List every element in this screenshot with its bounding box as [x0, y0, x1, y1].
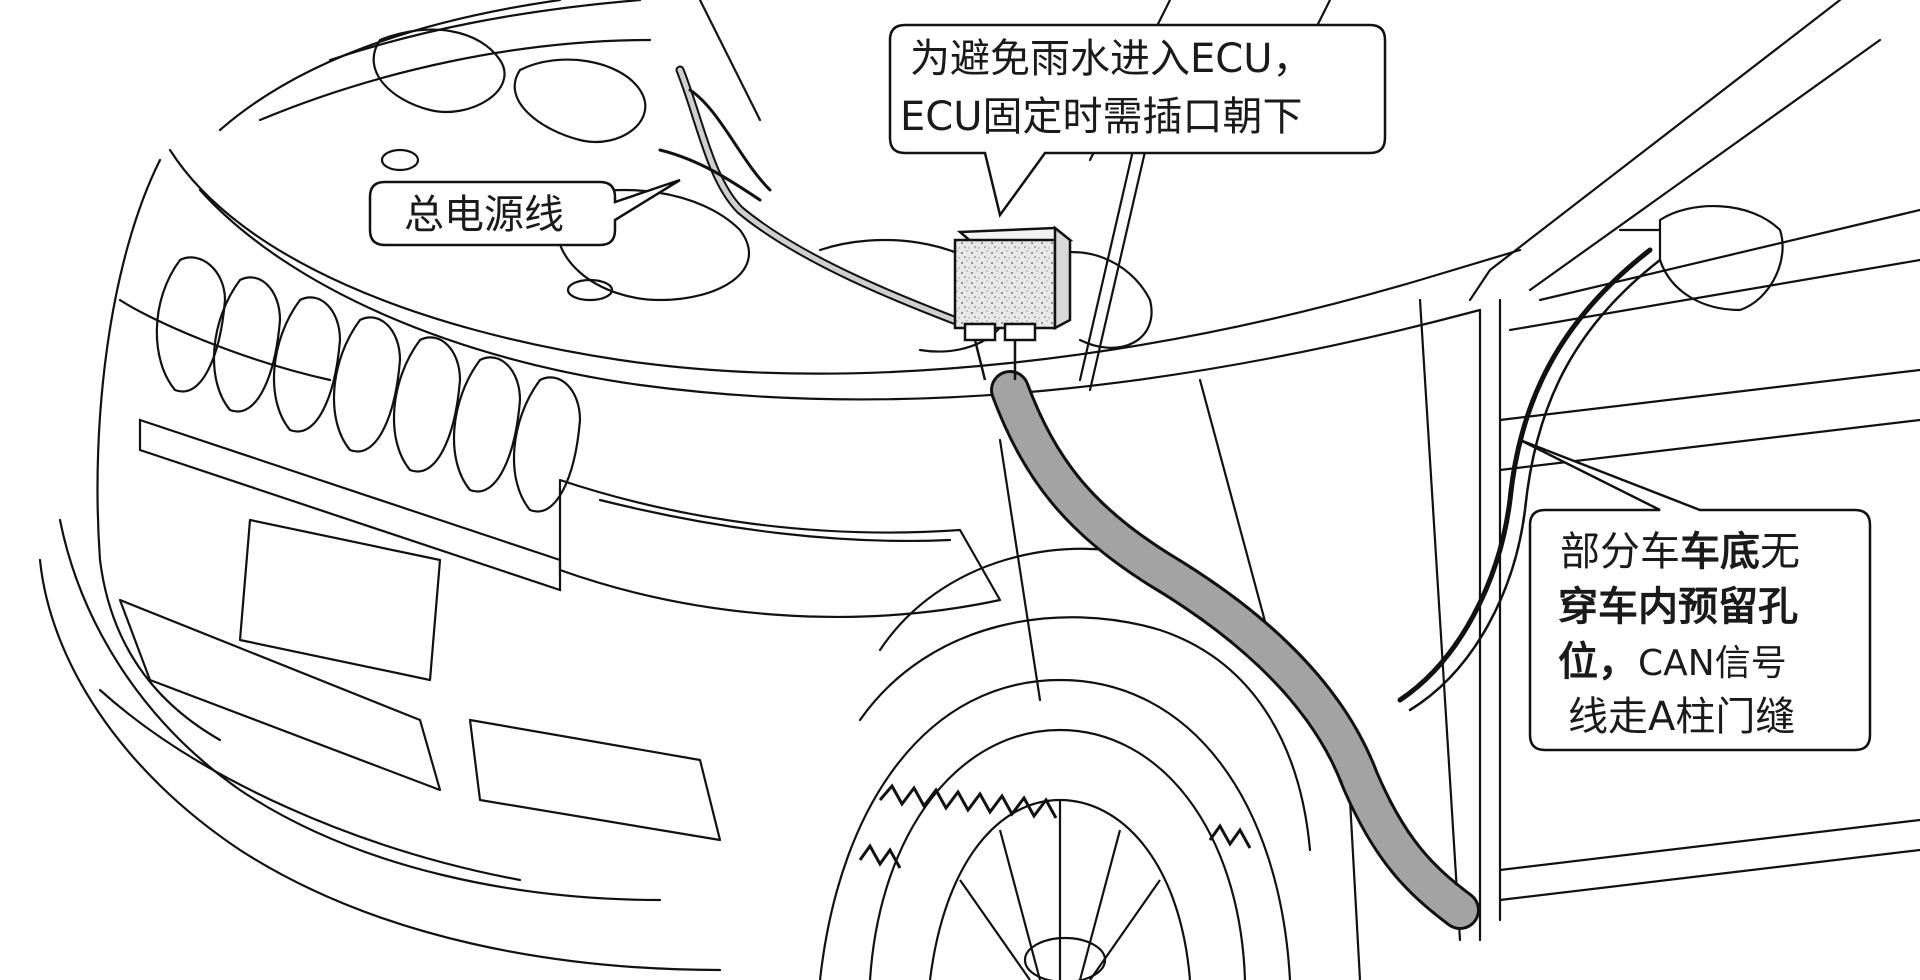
- can-wire-callout: 部分车车底无 穿车内预留孔 位，CAN信号 线走A柱门缝: [1519, 438, 1872, 752]
- can-line1-tail: 无: [1760, 529, 1800, 575]
- ecu-callout: 为避免雨水进入ECU， ECU固定时需插口朝下: [888, 23, 1387, 218]
- can-callout-line4: 线走A柱门缝: [1568, 694, 1795, 740]
- front-grille: [138, 256, 582, 592]
- can-line3-bold: 位，: [1558, 639, 1638, 685]
- ecu-callout-line2: ECU固定时需插口朝下: [900, 94, 1302, 140]
- ecu-unit: [953, 225, 1074, 381]
- car-body-outline: [38, 0, 1920, 980]
- can-signal-wire: [1397, 247, 1662, 712]
- power-cable: [658, 65, 985, 335]
- ecu-harness-sleeve: [990, 370, 1480, 930]
- can-callout-line1: 部分车车底无: [1560, 529, 1800, 575]
- power-line-label: 总电源线: [404, 192, 564, 238]
- front-wheel: [818, 678, 1292, 980]
- can-line1-normal: 部分车: [1560, 529, 1680, 575]
- can-callout-line2: 穿车内预留孔: [1558, 584, 1798, 630]
- power-line-callout: 总电源线: [368, 178, 681, 247]
- can-line1-bold: 车底: [1680, 529, 1760, 575]
- can-callout-line3: 位，CAN信号: [1558, 639, 1787, 685]
- can-line3-normal: CAN信号: [1638, 643, 1787, 684]
- ecu-callout-line1: 为避免雨水进入ECU，: [910, 36, 1312, 82]
